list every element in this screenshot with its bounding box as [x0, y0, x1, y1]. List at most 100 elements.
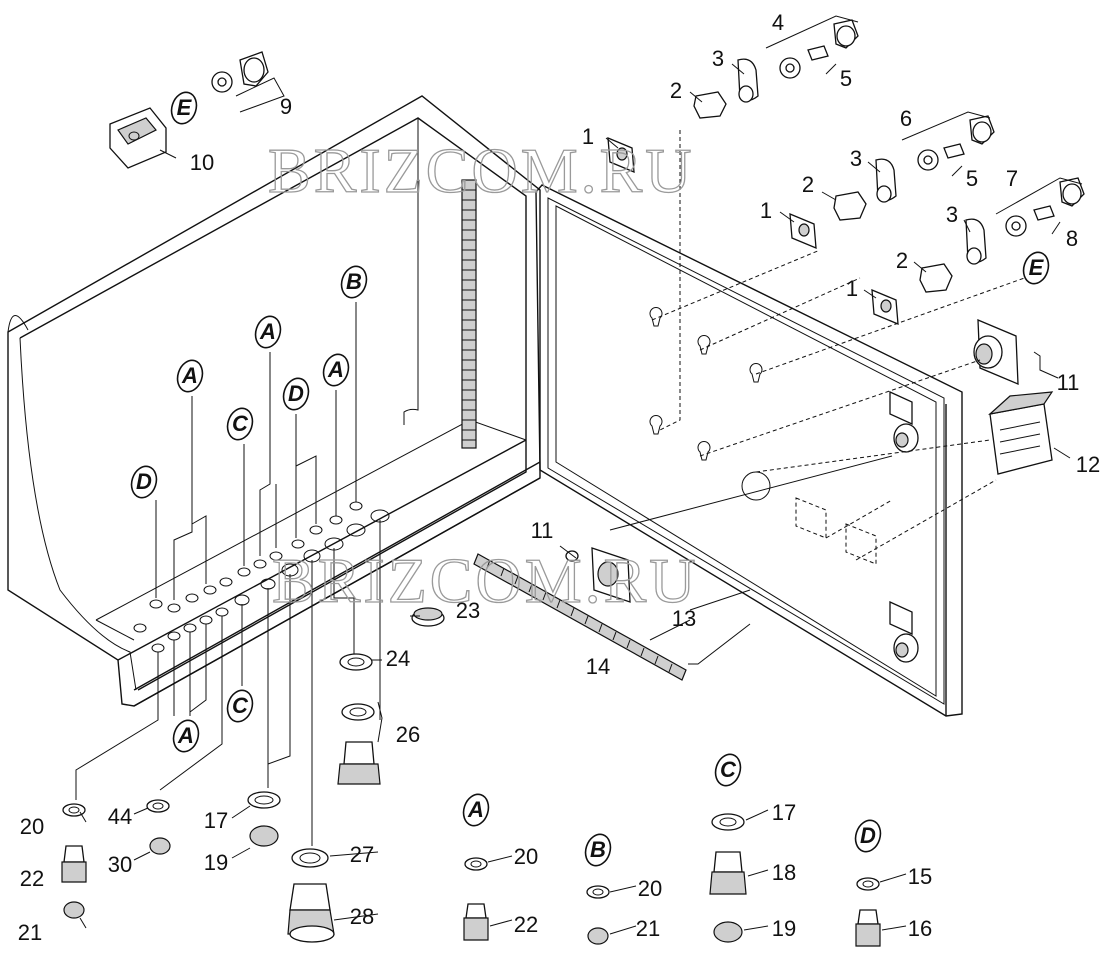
callout-c22b: 22 — [514, 912, 538, 937]
part-23 — [411, 607, 445, 627]
letter-tag-lA3: A — [322, 353, 350, 387]
letter-tag-oval — [172, 719, 200, 753]
letter-tag-text: C — [232, 411, 249, 436]
letter-tag-lB2: B — [584, 833, 612, 867]
letter-tag-lA1: A — [254, 315, 282, 349]
callout-c8: 8 — [1066, 226, 1078, 251]
latch-assembly-1 — [607, 19, 859, 174]
callout-c15: 15 — [908, 864, 932, 889]
enclosure-door — [535, 184, 963, 717]
callout-c24: 24 — [386, 646, 410, 671]
callout-c3c: 3 — [946, 202, 958, 227]
watermark-top: BRIZCOM.RU — [268, 135, 695, 206]
callout-c1c: 1 — [846, 276, 858, 301]
letter-tag-lB1: B — [340, 265, 368, 299]
part-24 — [339, 653, 373, 671]
letter-tag-lA2: A — [176, 359, 204, 393]
callout-c21b: 21 — [636, 916, 660, 941]
port-11 — [973, 319, 1059, 385]
callout-c19b: 19 — [772, 916, 796, 941]
letter-tag-text: B — [346, 269, 362, 294]
part-27 — [291, 848, 329, 868]
callout-c16: 16 — [908, 916, 932, 941]
letter-tag-text: A — [259, 319, 276, 344]
letter-tag-text: A — [181, 363, 198, 388]
callout-c13: 13 — [672, 606, 696, 631]
callout-c6: 6 — [900, 106, 912, 131]
callout-c2b: 2 — [802, 172, 814, 197]
callout-c20c: 20 — [638, 876, 662, 901]
leader-lines — [75, 130, 1031, 846]
callout-c12: 12 — [1076, 452, 1100, 477]
letter-tag-lA5: A — [462, 793, 490, 827]
latch-assembly-2 — [789, 115, 995, 250]
callout-c44: 44 — [108, 804, 132, 829]
letter-tag-text: E — [1029, 255, 1045, 280]
letter-tag-oval — [254, 315, 282, 349]
callout-c1b: 1 — [760, 198, 772, 223]
letter-tag-oval — [584, 833, 612, 867]
callout-c23: 23 — [456, 598, 480, 623]
callout-c17a: 17 — [204, 808, 228, 833]
module-10 — [109, 107, 167, 169]
din-rail — [461, 179, 477, 449]
part-26 — [337, 703, 381, 785]
letter-tag-lD2: D — [130, 465, 158, 499]
callout-c20a: 20 — [20, 814, 44, 839]
letter-tag-text: D — [288, 381, 304, 406]
callout-c1a: 1 — [582, 124, 594, 149]
letter-tag-text: D — [136, 469, 152, 494]
callout-c19a: 19 — [204, 850, 228, 875]
callout-c17b: 17 — [772, 800, 796, 825]
callout-c20b: 20 — [514, 844, 538, 869]
callout-c5b: 5 — [966, 166, 978, 191]
letter-tag-oval — [176, 359, 204, 393]
parts-17-19-left — [247, 791, 281, 847]
letter-tag-lE2: E — [1022, 251, 1050, 285]
letter-tag-oval — [170, 91, 198, 125]
callout-c9: 9 — [280, 94, 292, 119]
callout-c14: 14 — [586, 654, 610, 679]
letter-tag-text: D — [860, 823, 876, 848]
letter-tag-lA4: A — [172, 719, 200, 753]
callout-c10: 10 — [190, 150, 214, 175]
callout-c4: 4 — [772, 10, 784, 35]
door-latch-bottom — [889, 600, 919, 663]
letter-tag-text: A — [467, 797, 484, 822]
callout-c7: 7 — [1006, 166, 1018, 191]
callout-c3b: 3 — [850, 146, 862, 171]
callout-c3a: 3 — [712, 46, 724, 71]
callout-c11b: 11 — [531, 518, 554, 543]
port-11-door — [565, 547, 631, 603]
letter-tag-lD1: D — [282, 377, 310, 411]
latch-assembly-3 — [871, 177, 1085, 326]
letter-tag-lC2: C — [226, 689, 254, 723]
letter-tag-oval — [282, 377, 310, 411]
letter-tag-text: C — [232, 693, 249, 718]
parts-20-22-21-left — [61, 803, 87, 919]
parts-D-set — [855, 877, 881, 947]
letter-tag-oval — [322, 353, 350, 387]
callout-c28: 28 — [350, 904, 374, 929]
callout-c2a: 2 — [670, 78, 682, 103]
parts-44-30 — [146, 799, 171, 855]
letter-tag-text: E — [177, 95, 193, 120]
letter-tag-oval — [854, 819, 882, 853]
callout-c26: 26 — [396, 722, 420, 747]
letter-tag-lD3: D — [854, 819, 882, 853]
callout-c21a: 21 — [18, 920, 42, 945]
letter-tag-oval — [340, 265, 368, 299]
gland-set-9 — [211, 51, 269, 93]
callout-c5a: 5 — [840, 66, 852, 91]
letter-tag-text: B — [590, 837, 606, 862]
parts-C-set — [709, 813, 747, 943]
letter-tag-text: A — [327, 357, 344, 382]
letter-tag-oval — [714, 753, 742, 787]
letter-tag-oval — [1022, 251, 1050, 285]
callout-c2c: 2 — [896, 248, 908, 273]
letter-tag-oval — [226, 689, 254, 723]
watermark-middle: BRIZCOM.RU — [272, 545, 699, 616]
